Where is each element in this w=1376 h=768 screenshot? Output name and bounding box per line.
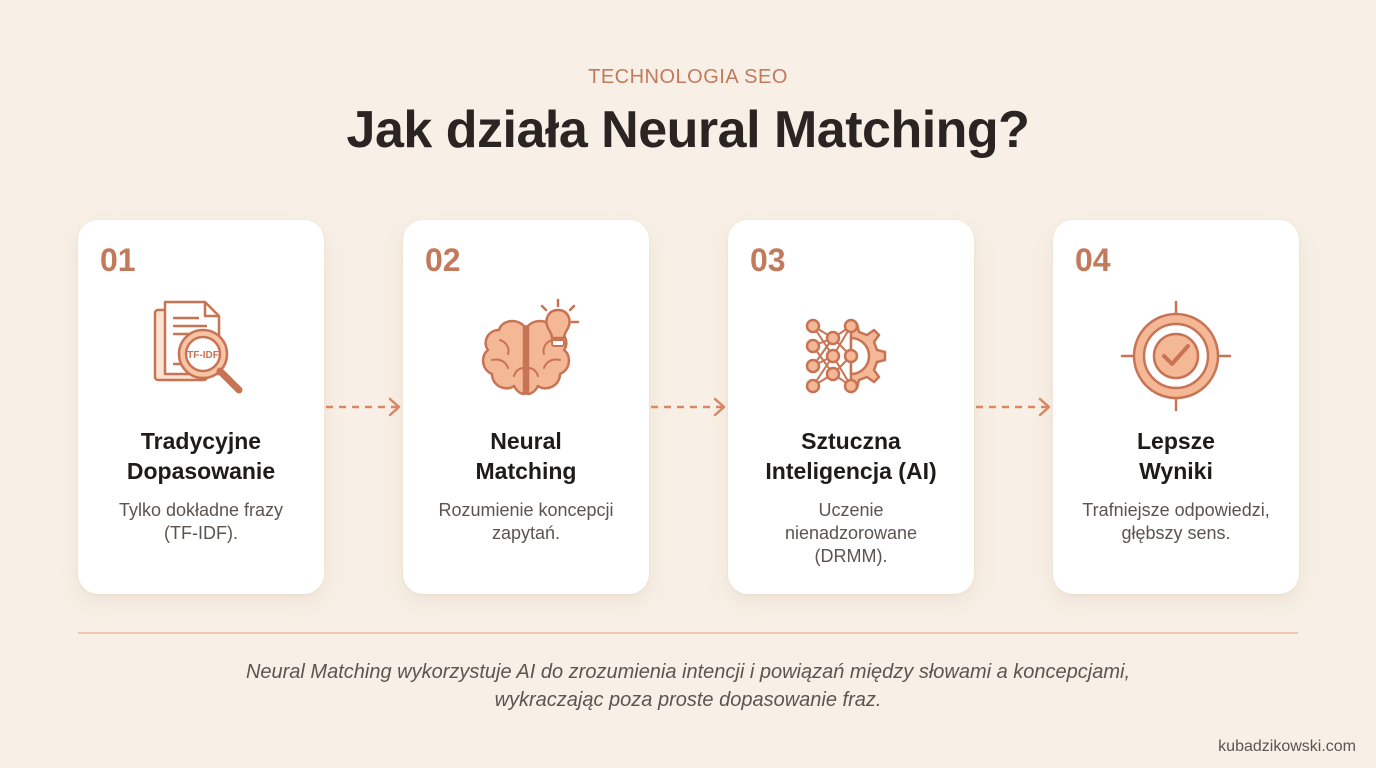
- step-title-line: Lepsze: [1137, 428, 1215, 454]
- step-desc-line: głębszy sens.: [1121, 523, 1231, 543]
- step-desc-line: Tylko dokładne frazy: [118, 500, 284, 520]
- step-desc-line: nienadzorowane: [784, 523, 918, 543]
- step-description: Trafniejsze odpowiedzi, głębszy sens.: [1069, 499, 1283, 545]
- neural-network-gear-icon: [791, 296, 911, 416]
- step-title-line: Wyniki: [1139, 458, 1213, 484]
- step-desc-line: (TF-IDF).: [164, 523, 238, 543]
- step-title-line: Tradycyjne: [140, 428, 262, 454]
- step-title-line: Dopasowanie: [126, 458, 276, 484]
- step-title: Lepsze Wyniki: [1063, 426, 1289, 486]
- icon-label: TF-IDF: [187, 350, 219, 361]
- step-title: Sztuczna Inteligencja (AI): [738, 426, 964, 486]
- arrow-right-icon: [651, 397, 726, 417]
- section-eyebrow: TECHNOLOGIA SEO: [588, 66, 788, 88]
- step-card-1: 01 TF-IDF Tradycyjne Dopasowanie Tylko d…: [78, 220, 324, 594]
- step-title-line: Matching: [475, 458, 577, 484]
- step-number: 02: [425, 242, 461, 278]
- step-card-2: 02 N: [403, 220, 649, 594]
- step-number: 03: [750, 242, 786, 278]
- flow-arrow: [649, 396, 729, 418]
- step-description: Tylko dokładne frazy (TF-IDF).: [94, 499, 308, 545]
- step-title-line: Inteligencja (AI): [765, 458, 937, 484]
- step-desc-line: Uczenie: [818, 500, 884, 520]
- step-title: Tradycyjne Dopasowanie: [88, 426, 314, 486]
- step-number: 01: [100, 242, 136, 278]
- page-title: Jak działa Neural Matching?: [346, 101, 1030, 159]
- step-card-4: 04 Lepsze Wyniki Trafniejsze odpowiedzi,…: [1053, 220, 1299, 594]
- brain-lightbulb-icon: [466, 296, 586, 416]
- step-description: Uczenie nienadzorowane (DRMM).: [744, 499, 958, 568]
- footnote-line: Neural Matching wykorzystuje AI do zrozu…: [245, 661, 1131, 683]
- step-title: Neural Matching: [413, 426, 639, 486]
- step-title-line: Neural: [490, 428, 562, 454]
- document-magnifier-icon: TF-IDF: [141, 296, 261, 416]
- step-desc-line: Trafniejsze odpowiedzi,: [1082, 500, 1270, 520]
- step-description: Rozumienie koncepcji zapytań.: [419, 499, 633, 545]
- step-desc-line: (DRMM).: [814, 546, 888, 566]
- footnote: Neural Matching wykorzystuje AI do zrozu…: [0, 658, 1376, 714]
- divider: [78, 632, 1298, 634]
- step-desc-line: Rozumienie koncepcji: [438, 500, 614, 520]
- target-check-icon: [1116, 296, 1236, 416]
- step-card-3: 03 Sztuczna Inteligencja (AI): [728, 220, 974, 594]
- footnote-line: wykraczając poza proste dopasowanie fraz…: [494, 689, 882, 711]
- step-title-line: Sztuczna: [801, 428, 901, 454]
- step-desc-line: zapytań.: [491, 523, 561, 543]
- credit-link[interactable]: kubadzikowski.com: [1218, 738, 1356, 755]
- step-number: 04: [1075, 242, 1111, 278]
- arrow-right-icon: [326, 397, 401, 417]
- arrow-right-icon: [976, 397, 1051, 417]
- flow-arrow: [324, 396, 404, 418]
- flow-arrow: [974, 396, 1054, 418]
